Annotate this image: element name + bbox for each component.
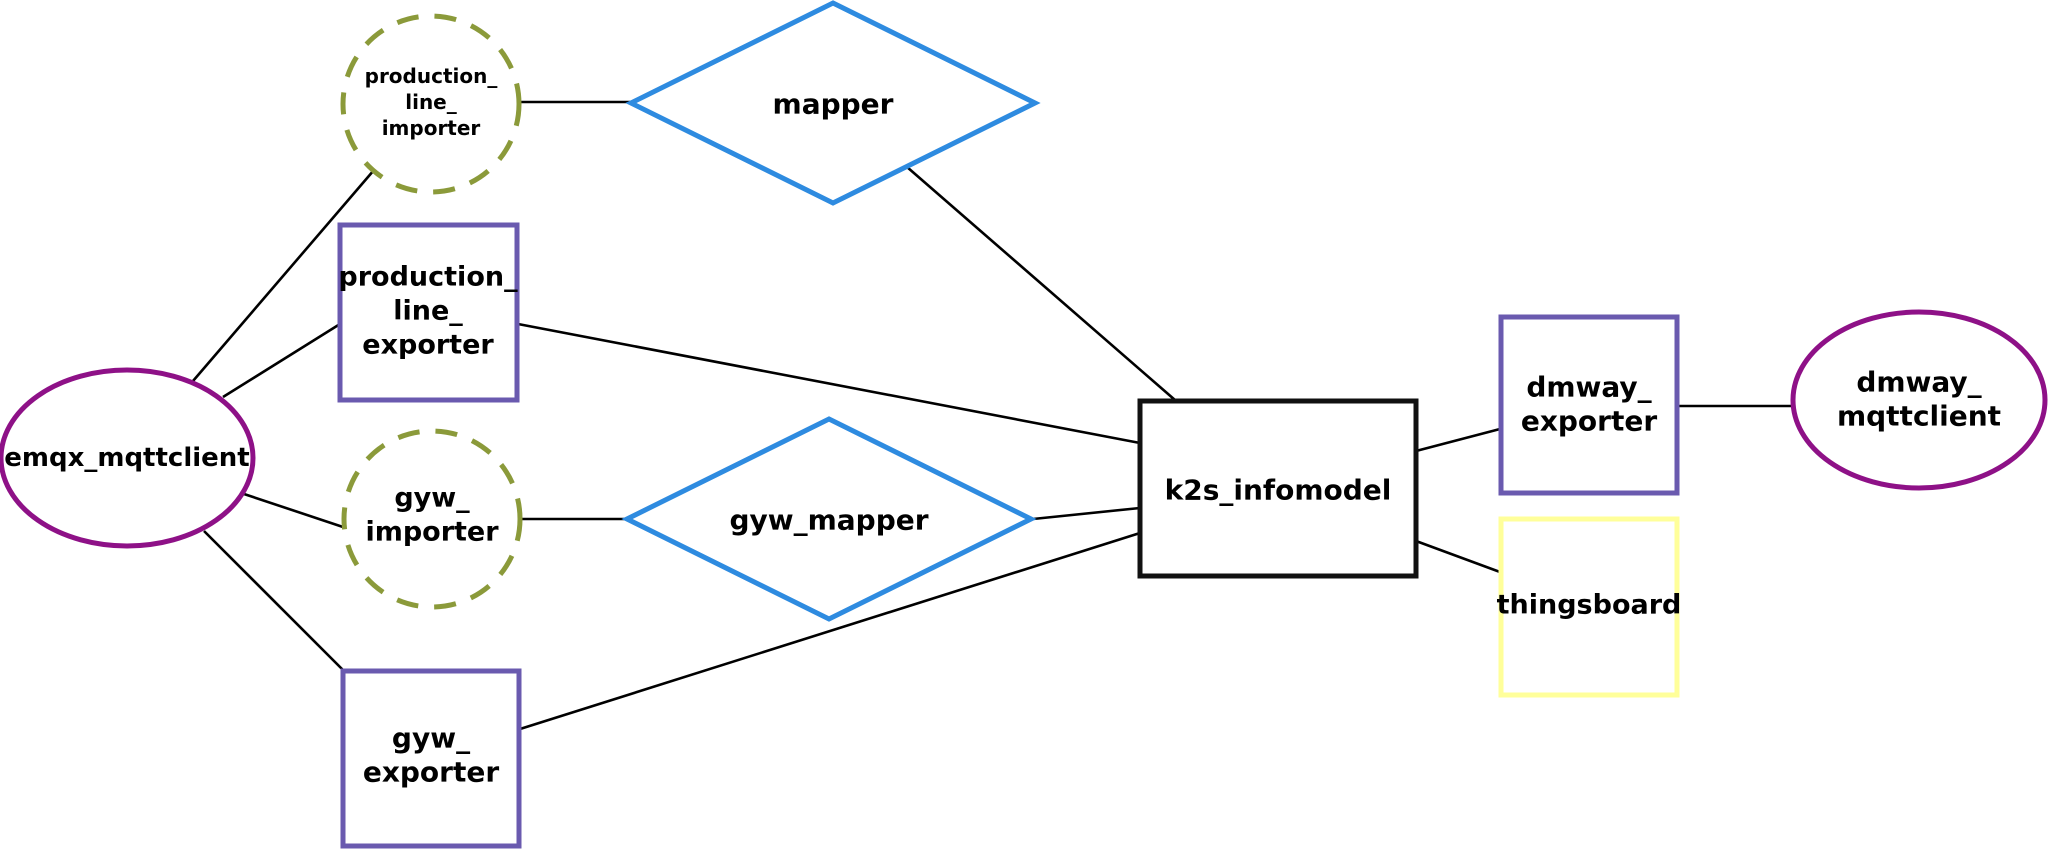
node-emqx-mqttclient[interactable]: emqx_mqttclient — [0, 367, 256, 549]
edges — [192, 100, 1792, 731]
gyw-mapper-shape — [621, 416, 1037, 622]
k2s-infomodel-shape — [1137, 398, 1419, 579]
edge-emqx-production-line-exporter — [222, 322, 341, 399]
emqx-mqttclient-label: emqx_mqttclient — [4, 443, 249, 473]
edge-emqx-gyw-importer — [243, 492, 347, 530]
edge-gyw-mapper-k2s-infomodel — [1032, 506, 1141, 521]
production-line-importer-label-2: line_ — [405, 90, 457, 114]
node-dmway-exporter[interactable]: dmway_ exporter — [1498, 314, 1680, 496]
node-production-line-importer[interactable]: production_ line_ importer — [340, 13, 522, 195]
gyw-exporter-shape — [340, 668, 522, 849]
mapper-label: mapper — [773, 88, 894, 121]
gyw-exporter-label-1: gyw_ — [392, 722, 470, 755]
dmway-exporter-label-1: dmway_ — [1526, 371, 1651, 404]
node-gyw-mapper[interactable]: gyw_mapper — [621, 416, 1037, 622]
node-thingsboard[interactable]: thingsboard — [1497, 516, 1682, 698]
production-line-exporter-label-3: exporter — [362, 330, 494, 361]
edge-gyw-exporter-k2s-infomodel — [519, 531, 1141, 731]
dmway-exporter-label-2: exporter — [1521, 405, 1658, 438]
edge-production-line-exporter-k2s-infomodel — [517, 322, 1141, 445]
production-line-importer-label-1: production_ — [365, 64, 498, 88]
node-mapper[interactable]: mapper — [625, 0, 1041, 206]
node-production-line-exporter[interactable]: production_ line_ exporter — [337, 222, 520, 403]
edge-mapper-k2s-infomodel — [906, 166, 1176, 401]
emqx-mqttclient-shape — [0, 367, 256, 549]
edge-k2s-infomodel-thingsboard — [1415, 539, 1501, 574]
node-dmway-mqttclient[interactable]: dmway_ mqttclient — [1790, 309, 2048, 491]
dmway-mqttclient-label-2: mqttclient — [1837, 400, 2001, 433]
production-line-exporter-label-2: line_ — [393, 296, 463, 327]
node-gyw-exporter[interactable]: gyw_ exporter — [340, 668, 522, 849]
production-line-importer-shape — [340, 13, 522, 195]
production-line-exporter-shape — [337, 222, 520, 403]
gyw-importer-label-1: gyw_ — [394, 483, 470, 514]
gyw-importer-label-2: importer — [365, 517, 499, 548]
edge-emqx-gyw-exporter — [203, 530, 344, 671]
mapper-shape — [625, 0, 1041, 206]
production-line-importer-label-3: importer — [382, 116, 481, 140]
gyw-mapper-label: gyw_mapper — [729, 504, 928, 537]
gyw-importer-shape — [341, 428, 523, 610]
dmway-exporter-shape — [1498, 314, 1680, 496]
dmway-mqttclient-label-1: dmway_ — [1856, 366, 1981, 399]
gyw-exporter-label-2: exporter — [363, 756, 500, 789]
edge-k2s-infomodel-dmway-exporter — [1415, 427, 1501, 453]
node-k2s-infomodel[interactable]: k2s_infomodel — [1137, 398, 1419, 579]
edge-emqx-production-line-importer — [192, 169, 375, 382]
thingsboard-label: thingsboard — [1497, 590, 1682, 621]
production-line-exporter-label-1: production_ — [338, 262, 518, 293]
node-gyw-importer[interactable]: gyw_ importer — [341, 428, 523, 610]
dmway-mqttclient-shape — [1790, 309, 2048, 491]
k2s-infomodel-label: k2s_infomodel — [1165, 474, 1392, 507]
thingsboard-shape — [1498, 516, 1680, 698]
